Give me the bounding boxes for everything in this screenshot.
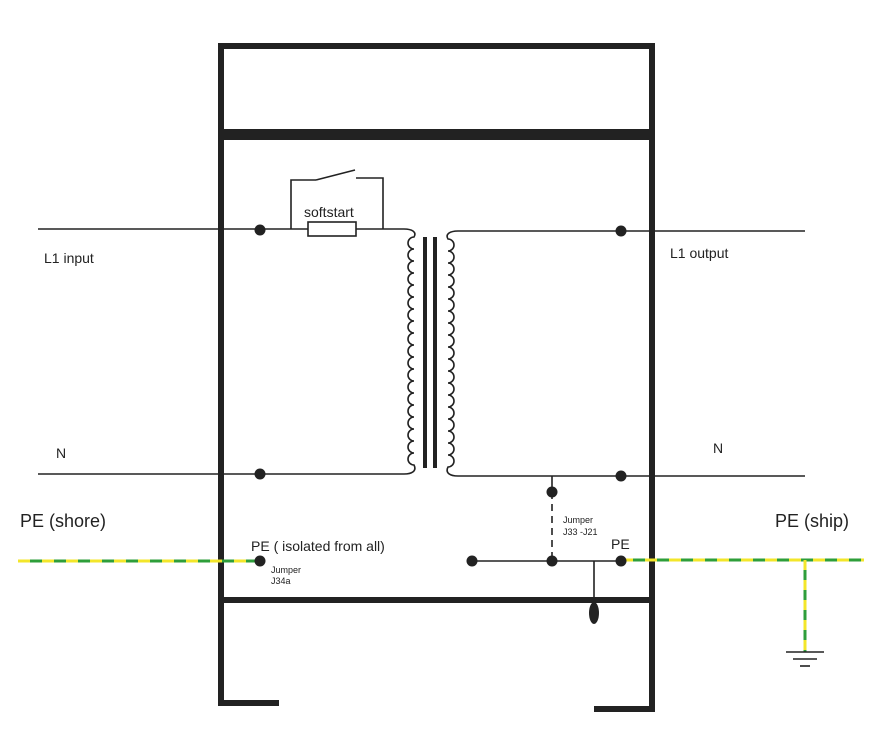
- terminal-pe-bus-mid: [546, 555, 558, 567]
- terminals: [254, 224, 627, 567]
- primary-winding: [403, 228, 416, 475]
- label-pe-shore: PE (shore): [20, 511, 106, 531]
- bypass-switch-blade: [315, 169, 356, 181]
- enclosure: [218, 43, 655, 712]
- label-softstart: softstart: [304, 204, 354, 220]
- label-pe-isolated: PE ( isolated from all): [251, 538, 385, 554]
- bypass-switch-left-leg: [290, 179, 316, 229]
- label-pe-right: PE: [611, 536, 630, 552]
- terminal-l1-output: [615, 225, 627, 237]
- bypass-switch-right-leg: [356, 177, 384, 229]
- terminal-l1-input: [254, 224, 266, 236]
- softstart-resistor: [307, 221, 357, 237]
- label-l1-input: L1 input: [44, 250, 94, 266]
- terminal-n-input: [254, 468, 266, 480]
- enclosure-top-compartment: [218, 43, 655, 135]
- terminal-pe-bus-left: [466, 555, 478, 567]
- terminal-jumper-j33-top: [546, 486, 558, 498]
- labels: softstart L1 input L1 output N N PE (sho…: [20, 204, 849, 586]
- label-jumper-j34a-line2: J34a: [271, 576, 291, 586]
- terminal-n-output: [615, 470, 627, 482]
- secondary-winding: [446, 230, 459, 477]
- terminal-pe-shore: [254, 555, 266, 567]
- label-n-right: N: [713, 440, 723, 456]
- terminal-pe-ship: [615, 555, 627, 567]
- label-jumper-j33-line2: J33 -J21: [563, 527, 598, 537]
- pe-ship-wire: [621, 558, 864, 652]
- label-pe-ship: PE (ship): [775, 511, 849, 531]
- chassis-ground-lug: [589, 602, 599, 624]
- transformer: [403, 228, 459, 477]
- power-lines: [38, 230, 805, 477]
- earth-ground-symbol: [786, 651, 824, 667]
- l1-input-circuit: [38, 169, 404, 237]
- label-l1-output: L1 output: [670, 245, 728, 261]
- label-jumper-j34a-line1: Jumper: [271, 565, 301, 575]
- label-jumper-j33-line1: Jumper: [563, 515, 593, 525]
- label-n-left: N: [56, 445, 66, 461]
